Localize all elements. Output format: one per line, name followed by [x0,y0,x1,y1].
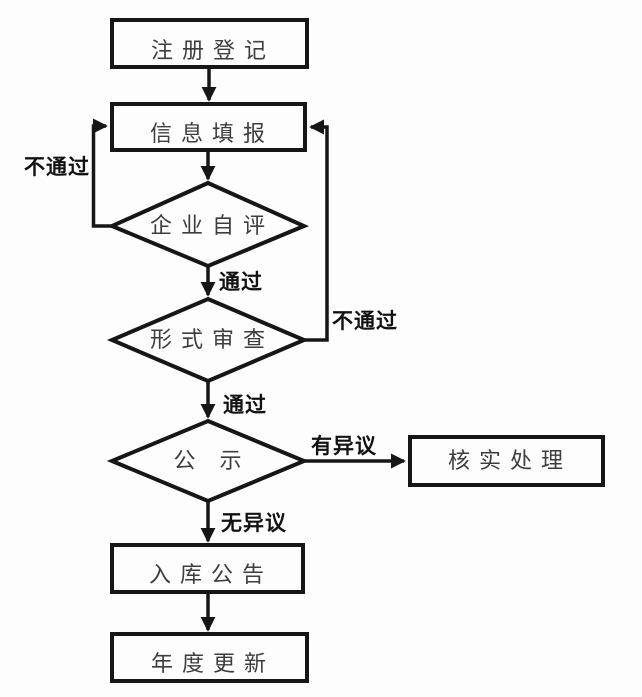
verify-handle-box [408,435,605,487]
self-eval-diamond [106,180,310,269]
annual-update-label: 年度更新 [151,651,275,676]
node-self-eval: 企业自评 [106,180,310,269]
label-formal-review-pass: 通过 [223,393,267,417]
publicity-label: 公 示 [173,448,250,473]
annual-update-box [110,632,309,683]
publicity-diamond [106,418,310,504]
node-entry-announce: 入库公告 [110,543,305,594]
edge-formal-review-fail-loop-arrow [304,119,329,342]
edge-self-eval-fail-loop-arrow [91,118,112,228]
self-eval-label: 企业自评 [150,213,274,238]
node-formal-review: 形式审查 [106,296,310,384]
register-box [110,18,309,69]
label-formal-review-fail: 不通过 [332,309,398,333]
formal-review-diamond [106,296,310,384]
label-publicity-objection: 有异议 [311,434,377,458]
entry-announce-box [110,543,305,594]
entry-announce-label: 入库公告 [149,562,273,587]
verify-handle-label: 核实处理 [448,448,572,473]
label-self-eval-pass: 通过 [219,270,263,294]
label-self-eval-fail: 不通过 [24,155,90,179]
node-register: 注册登记 [110,18,309,69]
node-annual-update: 年度更新 [110,632,309,683]
node-publicity: 公 示 [106,418,310,504]
info-fill-box [110,102,307,152]
info-fill-label: 信息填报 [150,121,274,146]
register-label: 注册登记 [151,38,275,63]
node-verify-handle: 核实处理 [408,435,605,487]
node-info-fill: 信息填报 [110,102,307,152]
label-publicity-no-objection: 无异议 [221,512,287,535]
formal-review-label: 形式审查 [150,327,274,352]
